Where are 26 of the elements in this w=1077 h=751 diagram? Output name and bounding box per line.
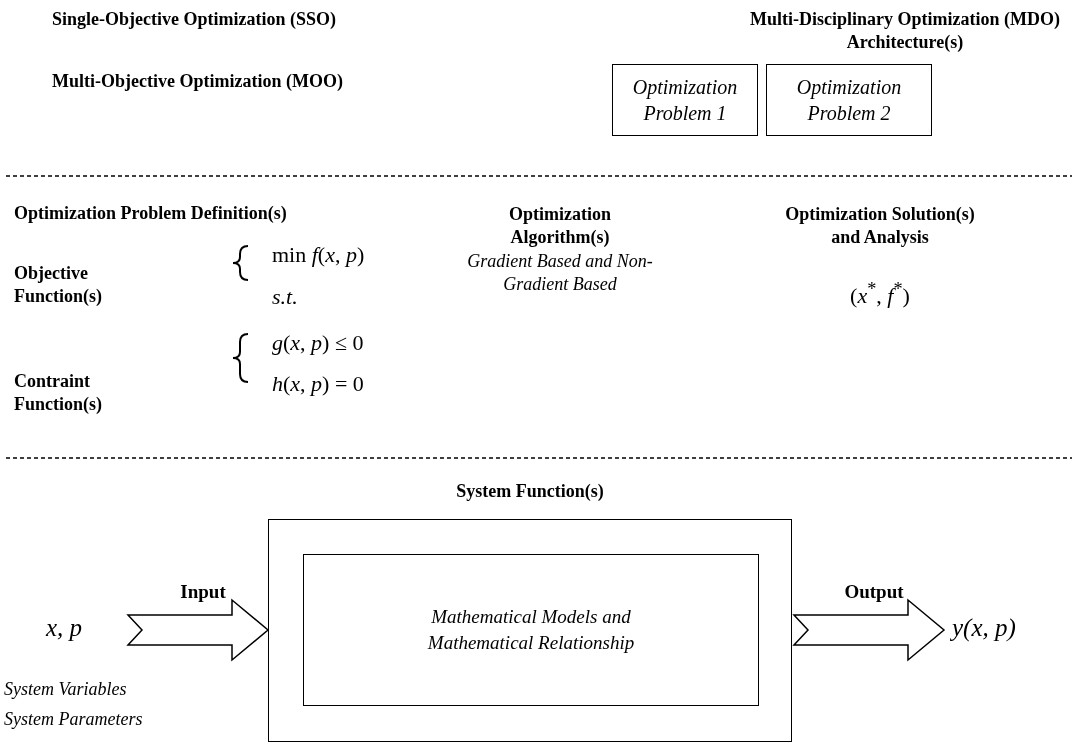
block-arrow	[792, 598, 946, 662]
problem-box: Optimization Problem 1	[612, 64, 758, 136]
math-formula: (x$^{*}$, f$^{*}$)	[849, 278, 911, 310]
description-text: System Parameters	[4, 708, 144, 731]
edge-label: Output	[843, 580, 905, 603]
heading: Single-Objective Optimization (SSO)	[52, 8, 337, 31]
problem-box: Optimization Problem 2	[766, 64, 932, 136]
section-heading: Optimization Solution(s) and Analysis	[784, 203, 976, 249]
math-formula: g(x, p) ≤ 0	[272, 330, 365, 356]
heading: Multi-Objective Optimization (MOO)	[52, 70, 344, 93]
math-variable: y(x, p)	[944, 612, 1068, 644]
heading: Multi-Disciplinary Optimization (MDO) Architecture(s)	[749, 8, 1061, 54]
box-title: System Function(s)	[455, 480, 605, 503]
edge-label: Input	[179, 580, 227, 603]
block-arrow	[126, 598, 270, 662]
math-text: s.t.	[272, 284, 299, 310]
math-variable: x, p	[46, 612, 126, 644]
row-label: Objective Function(s)	[14, 262, 103, 308]
math-formula: min f(x, p)	[272, 242, 366, 268]
description-text: Gradient Based and Non-Gradient Based	[466, 250, 654, 296]
section-heading: Optimization Algorithm(s)	[508, 203, 612, 249]
model-box: Mathematical Models and Mathematical Relationship	[303, 554, 759, 706]
row-label: Contraint Function(s)	[14, 370, 103, 416]
section-heading: Optimization Problem Definition(s)	[14, 202, 288, 225]
description-text: System Variables	[4, 678, 128, 701]
math-formula: h(x, p) = 0	[272, 371, 365, 397]
